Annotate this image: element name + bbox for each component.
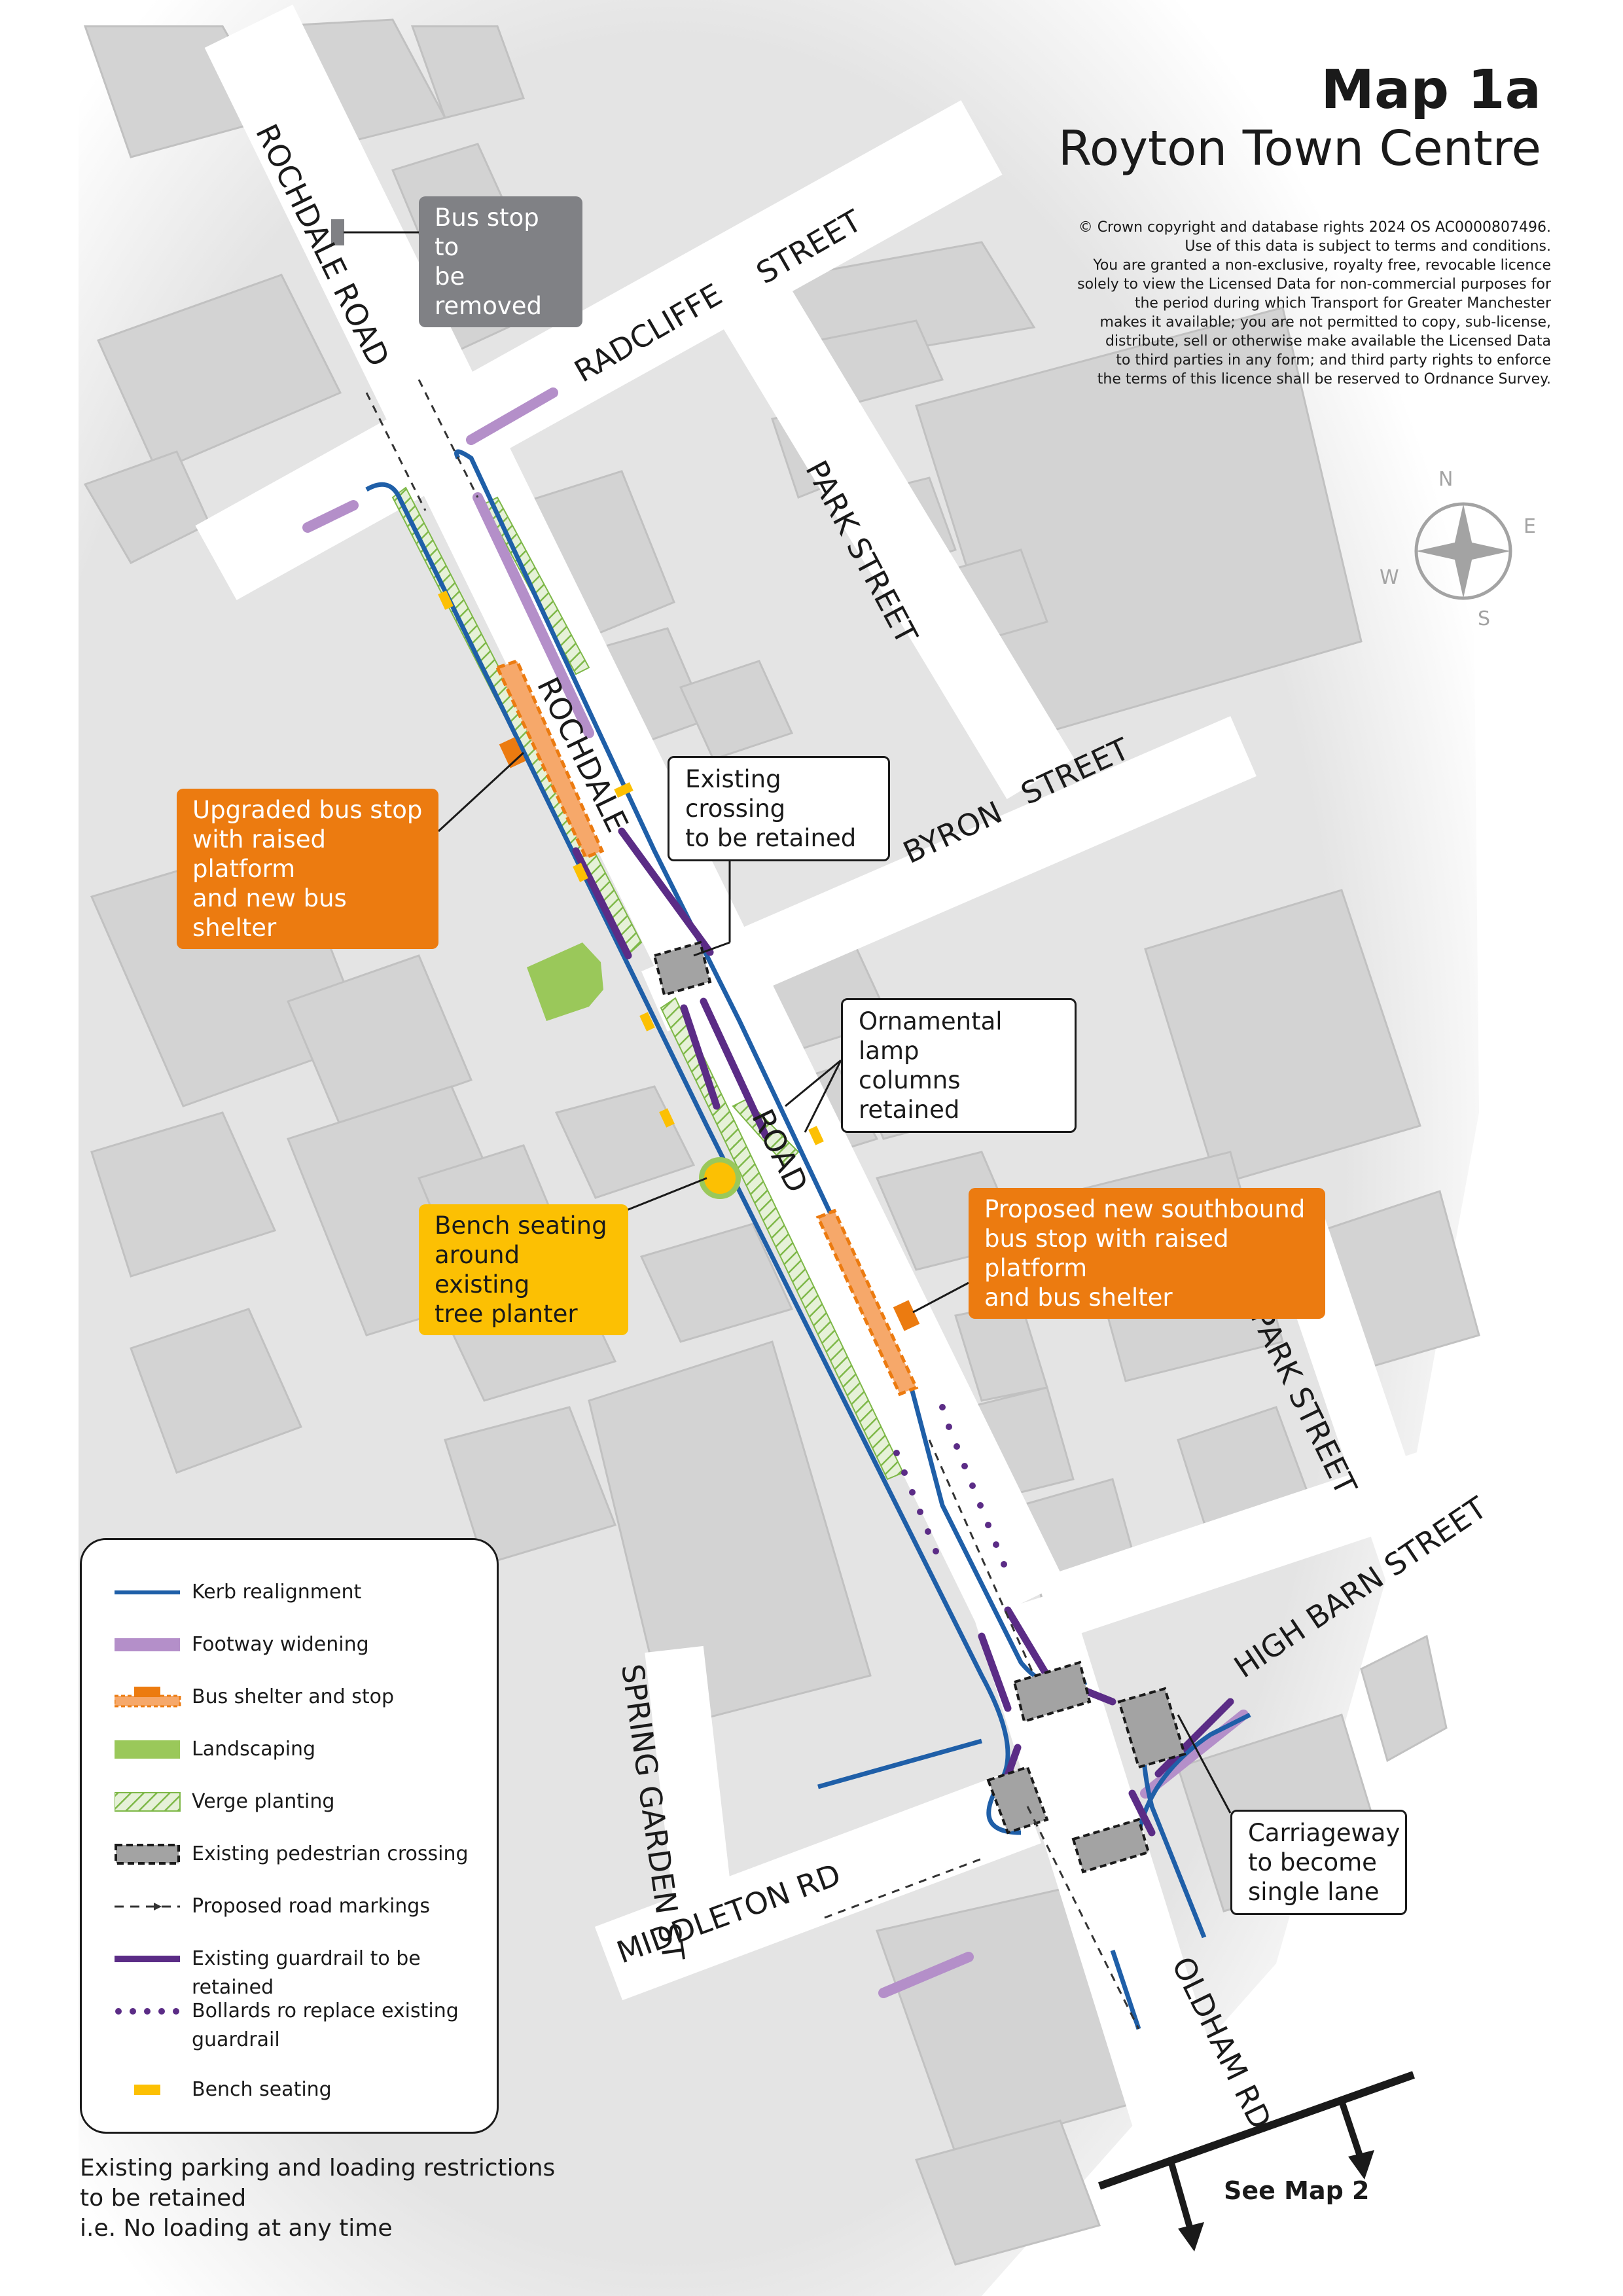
- removed-bus-stop-marker: [331, 219, 344, 245]
- callout-carriageway: Carriageway to become single lane: [1230, 1810, 1407, 1915]
- restrictions-note: Existing parking and loading restriction…: [80, 2153, 555, 2244]
- legend-item-kerb: Kerb realignment: [82, 1573, 488, 1612]
- callout-line: Proposed new southbound: [984, 1195, 1306, 1223]
- landscaping-patch: [527, 942, 603, 1021]
- callout-line: columns retained: [859, 1066, 961, 1124]
- legend-label: Footway widening: [192, 1633, 369, 1656]
- upgraded-bus-shelter: [499, 737, 526, 768]
- restrictions-line: Existing parking and loading restriction…: [80, 2155, 556, 2181]
- copyright-line: Use of this data is subject to terms and…: [1185, 238, 1551, 255]
- callout-line: Existing crossing: [685, 765, 786, 823]
- tree-planter: [699, 1157, 741, 1199]
- compass-e: E: [1524, 515, 1536, 538]
- callout-ornamental-lamp: Ornamental lamp columns retained: [841, 998, 1077, 1133]
- legend-item-markings: Proposed road markings: [82, 1887, 488, 1926]
- legend-item-bench: Bench seating: [82, 2070, 488, 2109]
- callout-line: Bench seating: [435, 1211, 607, 1240]
- callout-line: with raised platform: [192, 825, 326, 883]
- footway-icon: [115, 1638, 180, 1651]
- map-number: Map 1a: [1321, 59, 1541, 121]
- bus-shelter-icon: [115, 1687, 181, 1708]
- map-name: Royton Town Centre: [1058, 120, 1541, 177]
- compass-w: W: [1380, 566, 1399, 589]
- southbound-bus-shelter: [893, 1300, 920, 1331]
- guardrail-icon: [115, 1956, 180, 1962]
- callout-line: to become: [1248, 1848, 1377, 1876]
- legend-item-guardrail: Existing guardrail to be retained: [82, 1939, 488, 1999]
- compass-rose: N E S W: [1380, 468, 1536, 630]
- restrictions-line: to be retained: [80, 2185, 247, 2212]
- upgraded-bus-stop-platform: [495, 658, 605, 860]
- copyright-line: the terms of this licence shall be reser…: [1097, 371, 1551, 387]
- legend-label: Landscaping: [192, 1738, 316, 1761]
- pedestrian-crossings: [652, 941, 1186, 1874]
- legend-label: Proposed road markings: [192, 1895, 430, 1918]
- legend-item-verge: Verge planting: [82, 1782, 488, 1821]
- bench-seating: [438, 590, 824, 1145]
- callout-line: Carriageway: [1248, 1819, 1400, 1847]
- copyright-line: © Crown copyright and database rights 20…: [1078, 219, 1551, 236]
- landscaping-icon: [115, 1740, 180, 1759]
- buildings: [83, 18, 1480, 2266]
- callout-line: and bus shelter: [984, 1283, 1173, 1312]
- callout-line: be removed: [435, 262, 542, 320]
- legend-label: Kerb realignment: [192, 1581, 362, 1604]
- callout-bench-seating: Bench seating around existing tree plant…: [419, 1204, 628, 1335]
- callout-line: Upgraded bus stop: [192, 796, 423, 824]
- road-markings: [365, 379, 1140, 2030]
- callout-line: Ornamental lamp: [859, 1007, 1003, 1065]
- callout-bus-stop-removed: Bus stop to be removed: [419, 196, 582, 327]
- copyright-line: the period during which Transport for Gr…: [1134, 295, 1551, 312]
- road-marking-icon: [115, 1903, 180, 1910]
- see-map-label[interactable]: See Map 2: [1224, 2176, 1369, 2205]
- legend-item-bollards: Bollards ro replace existing guardrail: [82, 1992, 488, 2057]
- callout-line: Bus stop to: [435, 204, 539, 261]
- legend-label: Verge planting: [192, 1790, 335, 1813]
- bus-stops: [331, 219, 920, 1397]
- legend-item-bus: Bus shelter and stop: [82, 1677, 488, 1717]
- legend-item-footway: Footway widening: [82, 1625, 488, 1664]
- callout-line: single lane: [1248, 1878, 1380, 1906]
- compass-s: S: [1478, 607, 1490, 630]
- copyright-line: You are granted a non-exclusive, royalty…: [1093, 257, 1551, 274]
- leader-lines: [344, 231, 1232, 1814]
- callout-line: around existing: [435, 1241, 530, 1299]
- compass-n: N: [1438, 468, 1453, 491]
- copyright-line: distribute, sell or otherwise make avail…: [1105, 333, 1551, 350]
- southbound-bus-stop-platform: [815, 1208, 919, 1397]
- bollards: [893, 1404, 1007, 1568]
- callout-line: to be retained: [685, 824, 857, 852]
- legend-label: Existing guardrail to be retained: [192, 1947, 421, 1999]
- legend: Kerb realignment Footway widening Bus sh…: [80, 1538, 499, 2134]
- copyright-line: makes it available; you are not permitte…: [1099, 314, 1551, 331]
- callout-line: tree planter: [435, 1300, 578, 1328]
- see-map-bar: See Map 2: [1097, 2071, 1416, 2251]
- copyright-notice: © Crown copyright and database rights 20…: [1034, 218, 1551, 389]
- bollards-icon: [115, 2008, 179, 2015]
- title-block: Map 1a Royton Town Centre: [1058, 62, 1541, 179]
- kerb-line-icon: [115, 1590, 180, 1594]
- copyright-line: to third parties in any form; and third …: [1116, 352, 1551, 368]
- restrictions-line: i.e. No loading at any time: [80, 2215, 393, 2242]
- bench-icon: [134, 2085, 160, 2095]
- legend-label: Bollards ro replace existing guardrail: [192, 2000, 459, 2051]
- legend-label: Existing pedestrian crossing: [192, 1842, 469, 1865]
- verge-icon: [115, 1792, 181, 1812]
- callout-southbound-stop: Proposed new southbound bus stop with ra…: [969, 1188, 1325, 1319]
- callout-line: and new bus shelter: [192, 884, 347, 942]
- legend-item-landscaping: Landscaping: [82, 1730, 488, 1769]
- legend-item-crossing: Existing pedestrian crossing: [82, 1835, 488, 1874]
- callout-upgraded-bus-stop: Upgraded bus stop with raised platform a…: [177, 789, 438, 949]
- copyright-line: solely to view the Licensed Data for non…: [1077, 276, 1551, 293]
- callout-existing-crossing: Existing crossing to be retained: [668, 756, 890, 861]
- legend-label: Bench seating: [192, 2078, 332, 2101]
- legend-label: Bus shelter and stop: [192, 1685, 395, 1708]
- callout-line: bus stop with raised platform: [984, 1225, 1229, 1282]
- crossing-icon: [115, 1844, 180, 1865]
